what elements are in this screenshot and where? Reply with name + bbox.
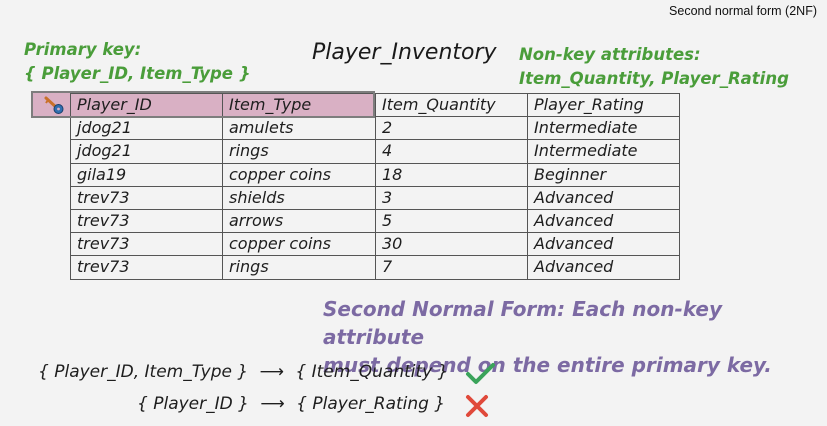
table-cell-player-id: trev73 — [70, 232, 223, 257]
table-cell-player-rating: Advanced — [527, 255, 680, 280]
table-title: Player_Inventory — [312, 40, 497, 65]
table-cell-item-type: copper coins — [222, 232, 376, 257]
table-cell-item-quantity: 30 — [375, 232, 528, 257]
table-cell-player-rating: Advanced — [527, 232, 680, 257]
table-cell-item-type: arrows — [222, 208, 376, 234]
column-header: Item_Quantity — [375, 92, 528, 118]
dependency-1: { Player_ID, Item_Type } ⟶ { Item_Quanti… — [38, 362, 448, 382]
table-cell-player-rating: Advanced — [527, 208, 680, 234]
dependency-dependent: { Player_Rating } — [296, 394, 446, 414]
table-cell-item-quantity: 4 — [375, 139, 528, 164]
table-cell-player-rating: Intermediate — [527, 116, 680, 141]
column-header: Player_ID — [70, 92, 223, 118]
dependency-determinant: { Player_ID } — [137, 394, 249, 414]
check-icon — [466, 363, 495, 384]
key-icon — [44, 96, 64, 114]
non-key-value: Item_Quantity, Player_Rating — [519, 69, 789, 88]
rule-line-1: Second Normal Form: Each non-key attribu… — [323, 297, 723, 349]
table-cell-item-type: copper coins — [222, 162, 376, 187]
table-cell-player-rating: Advanced — [527, 185, 680, 210]
arrow-icon: ⟶ — [260, 394, 285, 414]
table-cell-player-id: trev73 — [70, 185, 223, 210]
table-cell-item-type: amulets — [222, 116, 376, 141]
primary-key-note: Primary key: { Player_ID, Item_Type } — [24, 38, 250, 86]
primary-key-heading: Primary key: — [24, 40, 142, 59]
table-cell-item-quantity: 2 — [375, 116, 528, 141]
rule-line-2: must depend on the entire primary key. — [323, 353, 772, 377]
table-cell-player-id: jdog21 — [70, 139, 223, 164]
non-key-heading: Non-key attributes: — [519, 45, 701, 64]
dependency-dependent: { Item_Quantity } — [295, 362, 449, 382]
table-cell-player-rating: Beginner — [527, 162, 680, 187]
table-cell-player-id: trev73 — [70, 255, 223, 280]
dependency-determinant: { Player_ID, Item_Type } — [38, 362, 249, 382]
table-cell-player-rating: Intermediate — [527, 139, 680, 164]
table-header-row: Player_ID Item_Type Item_Quantity Player… — [70, 92, 680, 118]
player-inventory-table: Player_ID Item_Type Item_Quantity Player… — [70, 92, 680, 280]
table-cell-item-quantity: 3 — [375, 185, 528, 210]
table-cell-player-id: jdog21 — [70, 116, 223, 141]
table-cell-item-type: rings — [222, 139, 376, 164]
table-cell-item-quantity: 18 — [375, 162, 528, 187]
primary-key-value: { Player_ID, Item_Type } — [24, 64, 251, 83]
column-header: Item_Type — [222, 92, 376, 118]
column-header: Player_Rating — [527, 92, 680, 118]
arrow-icon: ⟶ — [259, 362, 284, 382]
table-cell-item-quantity: 5 — [375, 208, 528, 234]
table-cell-player-id: gila19 — [70, 162, 223, 187]
table-cell-item-type: shields — [222, 185, 376, 210]
non-key-note: Non-key attributes: Item_Quantity, Playe… — [519, 43, 789, 91]
table-cell-item-quantity: 7 — [375, 255, 528, 280]
dependency-2: { Player_ID } ⟶ { Player_Rating } — [137, 394, 445, 414]
second-normal-form-rule: Second Normal Form: Each non-key attribu… — [323, 295, 827, 379]
table-cell-player-id: trev73 — [70, 208, 223, 234]
table-cell-item-type: rings — [222, 255, 376, 280]
corner-label: Second normal form (2NF) — [669, 4, 817, 18]
cross-icon — [466, 395, 488, 417]
